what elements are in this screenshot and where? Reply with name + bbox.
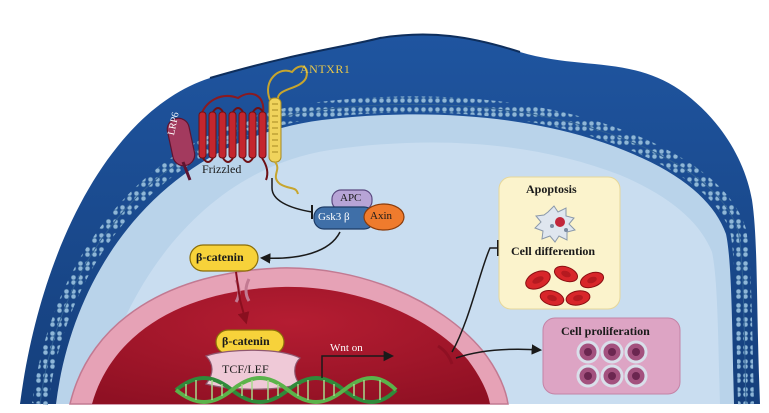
axin-label: Axin <box>370 210 392 222</box>
arrow-to-proliferation <box>455 344 543 359</box>
apoptotic-cell-icon <box>534 205 576 243</box>
beta-catenin-cytoplasm-shape <box>189 244 259 272</box>
cell-proliferation-label: Cell proliferation <box>561 324 650 338</box>
antxr1-label: ANTXR1 <box>300 62 351 76</box>
dna-helix-icon <box>174 376 398 404</box>
antxr1-receptor <box>267 65 308 195</box>
nuclear-translocation-arrow <box>235 271 250 325</box>
complex-to-catenin-arrow <box>259 231 341 264</box>
red-blood-cell-icon <box>525 265 605 306</box>
apoptosis-label: Apoptosis <box>526 182 577 196</box>
gsk3b-label: Gsk3 β <box>318 211 350 223</box>
apc-label: APC <box>340 192 362 204</box>
frizzled-receptor <box>198 92 269 181</box>
destruction-complex <box>313 189 405 231</box>
beta-catenin-nucleus-label: β-catenin <box>222 334 270 348</box>
tcf-lef-label: TCF/LEF <box>222 362 269 376</box>
wnt-on-arrow <box>321 350 395 378</box>
nucleus <box>92 286 490 404</box>
frizzled-label: Frizzled <box>202 162 242 176</box>
inhibition-to-apoptosis <box>451 247 498 353</box>
inhibition-arrow <box>271 178 313 213</box>
wnt-on-label: Wnt on <box>330 342 363 354</box>
lrp6-receptor <box>166 117 196 181</box>
beta-catenin-cytoplasm-label: β-catenin <box>196 250 244 264</box>
cell-differentiation-label: Cell differention <box>511 244 596 258</box>
